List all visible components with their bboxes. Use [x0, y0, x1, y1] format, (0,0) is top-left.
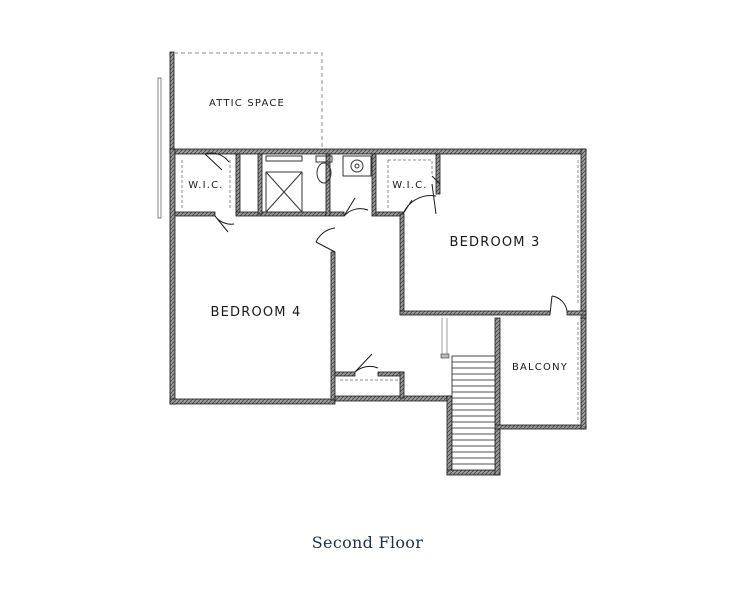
- interior-walls: [174, 153, 587, 401]
- sink-icon: [350, 159, 364, 173]
- room-label-bedroom-4: BEDROOM 4: [210, 305, 301, 320]
- toilet-bowl: [316, 162, 332, 184]
- tub-bar: [265, 155, 303, 162]
- room-label-attic: ATTIC SPACE: [209, 98, 285, 109]
- closet-shelving: [181, 159, 579, 422]
- staircase: [440, 318, 496, 471]
- vanity: [342, 155, 372, 177]
- room-label-balcony: BALCONY: [512, 362, 568, 373]
- room-label-wic-right: W.I.C.: [392, 180, 427, 191]
- room-label-bedroom-3: BEDROOM 3: [449, 235, 540, 250]
- shower-stall: [265, 171, 303, 213]
- attic-space: [157, 51, 323, 219]
- toilet-tank: [315, 155, 333, 163]
- door-swings: [204, 152, 568, 373]
- floor-caption: Second Floor: [311, 533, 424, 552]
- bath-fixtures: [265, 155, 372, 213]
- room-label-wic-left: W.I.C.: [188, 180, 223, 191]
